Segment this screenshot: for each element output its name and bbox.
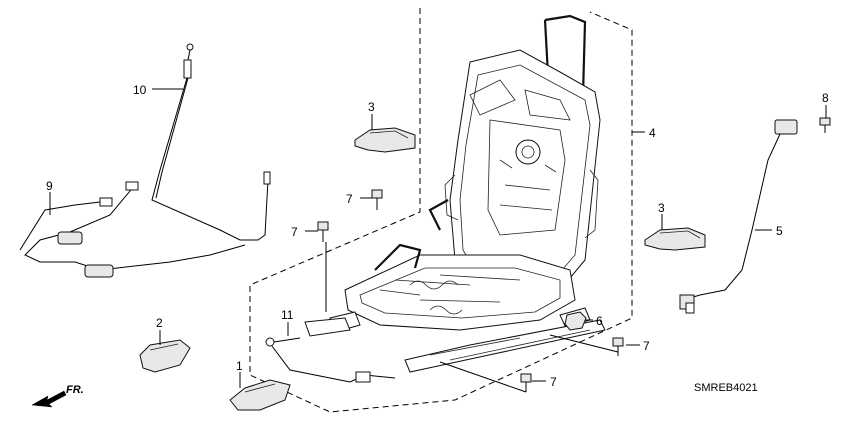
part-number-5: 5 [776,224,783,238]
bolt-part-7c [612,337,624,356]
part-number-7-a: 7 [346,192,353,206]
seat-cushion-frame [304,199,606,373]
cable-part-9 [19,181,246,278]
front-direction-indicator: FR. [31,384,84,408]
leader-lines [49,88,827,393]
part-number-7-b: 7 [291,225,298,239]
part-number-4: 4 [649,126,656,140]
part-number-7-d: 7 [550,375,557,389]
bolt-part-7d [520,373,532,392]
bolt-part-7b [317,221,329,242]
part-number-2: 2 [156,316,163,330]
front-direction-label: FR. [66,384,84,396]
cover-part-3-left [354,127,416,153]
part-number-3-left: 3 [368,100,375,114]
cable-part-10 [151,43,271,241]
clip-part-6 [564,311,587,331]
cable-part-11 [265,337,396,383]
seat-back-frame [444,14,601,291]
assembly-boundary [249,8,633,413]
part-number-8: 8 [822,91,829,105]
cover-part-1 [229,379,291,411]
part-number-10: 10 [133,83,147,97]
front-arrow-icon [31,390,67,408]
diagram-code: SMREB4021 [694,382,758,394]
part-number-9: 9 [46,179,53,193]
part-number-7-c: 7 [643,339,650,353]
part-number-6: 6 [596,314,603,328]
part-number-3-right: 3 [658,201,665,215]
bolt-part-8 [819,117,831,133]
part-number-1: 1 [236,359,243,373]
cover-part-3-right [644,227,706,251]
part-number-11: 11 [281,308,294,322]
harness-part-5 [679,119,798,314]
bolt-part-7a [371,189,383,210]
cover-part-2 [139,339,191,373]
